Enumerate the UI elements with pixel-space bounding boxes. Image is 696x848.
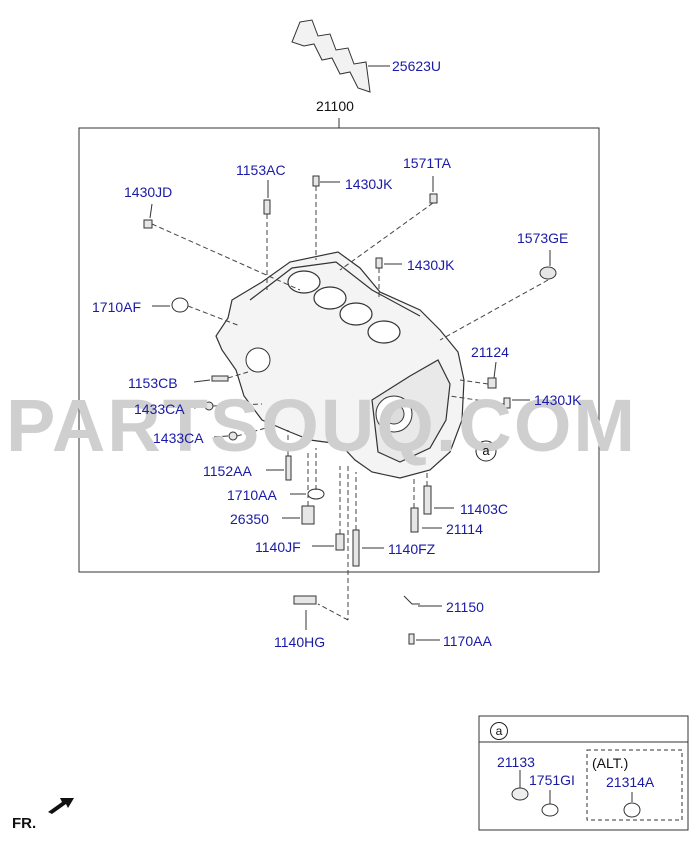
part-label-21124[interactable]: 21124 [471, 344, 509, 360]
part-label-11403C[interactable]: 11403C [460, 501, 509, 517]
part-label-1433CA-upper[interactable]: 1433CA [134, 401, 185, 417]
cylinder-bores [287, 270, 401, 344]
gasket-25623U-shape [291, 19, 371, 93]
part-label-1430JK-right[interactable]: 1430JK [534, 392, 582, 408]
part-label-1430JK-top[interactable]: 1430JK [345, 176, 393, 192]
legend-parts [511, 770, 641, 818]
part-label-26350[interactable]: 26350 [230, 511, 269, 527]
part-label-1153AC[interactable]: 1153AC [236, 162, 286, 178]
part-label-1433CA-lower[interactable]: 1433CA [153, 430, 204, 446]
part-label-1170AA[interactable]: 1170AA [443, 633, 492, 649]
dashed-leaders [151, 186, 549, 621]
watermark-text: PARTSOUQ.COM [6, 384, 638, 467]
part-label-1140FZ[interactable]: 1140FZ [388, 541, 436, 557]
part-label-1710AF[interactable]: 1710AF [92, 299, 142, 315]
callout-a-label: a [482, 443, 490, 458]
legend-alt-label: (ALT.) [592, 755, 629, 771]
part-label-21100: 21100 [316, 98, 354, 114]
direction-label: FR. [12, 815, 37, 832]
part-label-21114[interactable]: 21114 [446, 521, 483, 537]
legend-marker: a [490, 722, 508, 740]
front-arrow-icon [48, 798, 74, 814]
part-label-1710AA[interactable]: 1710AA [227, 487, 277, 503]
legend-part-21314A[interactable]: 21314A [606, 774, 655, 790]
legend-part-1751GI[interactable]: 1751GI [529, 772, 575, 788]
label-leaders [149, 176, 551, 641]
part-label-1573GE[interactable]: 1573GE [517, 230, 569, 246]
part-label-1140JF[interactable]: 1140JF [255, 539, 301, 555]
part-label-1153CB[interactable]: 1153CB [128, 375, 178, 391]
part-label-1152AA[interactable]: 1152AA [203, 463, 252, 479]
legend-box [478, 715, 689, 831]
part-label-1430JD[interactable]: 1430JD [124, 184, 173, 200]
part-label-1140HG[interactable]: 1140HG [274, 634, 326, 650]
part-label-1571TA[interactable]: 1571TA [403, 155, 451, 171]
part-label-25623U[interactable]: 25623U [392, 58, 442, 74]
part-label-21150[interactable]: 21150 [446, 599, 484, 615]
part-label-1430JK-mid[interactable]: 1430JK [407, 257, 455, 273]
legend-part-21133[interactable]: 21133 [497, 754, 535, 770]
callout-a-circle [475, 440, 497, 462]
